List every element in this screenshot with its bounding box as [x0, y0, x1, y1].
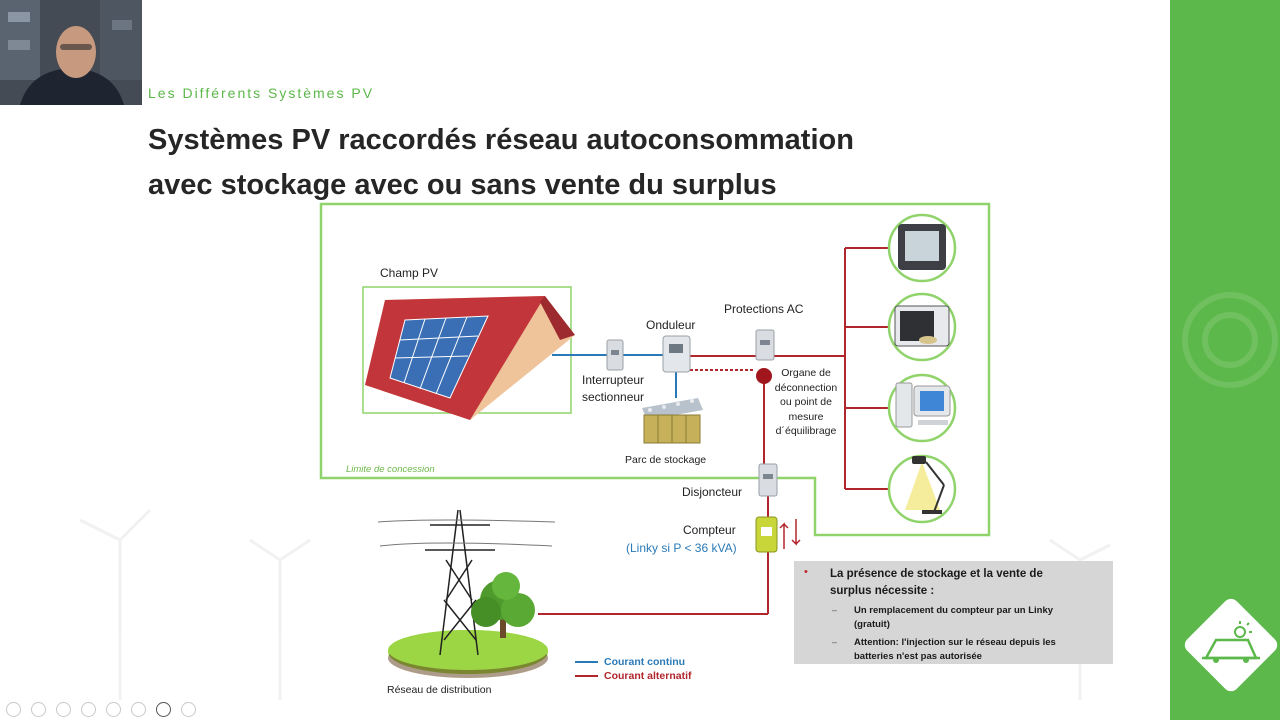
info-item2-line2: batteries n'est pas autorisée — [854, 651, 982, 662]
info-dash-1: – — [832, 605, 838, 615]
organe-deconnection-point — [756, 368, 772, 384]
info-item-1: Un remplacement du compteur par un Linky… — [854, 604, 1053, 632]
label-protections-ac: Protections AC — [724, 302, 804, 316]
label-compteur-note: (Linky si P < 36 kVA) — [626, 541, 737, 555]
label-compteur: Compteur — [683, 523, 736, 537]
dc-wiring — [552, 354, 677, 398]
info-main-text: La présence de stockage et la vente de s… — [830, 566, 1100, 600]
pylon — [377, 509, 556, 656]
info-dash-2: – — [832, 637, 838, 647]
label-parc-stockage: Parc de stockage — [625, 454, 707, 466]
bidirectional-arrows-icon — [779, 519, 801, 549]
more-options-icon[interactable] — [181, 702, 196, 717]
title-line-2: avec stockage avec ou sans vente du surp… — [148, 169, 777, 201]
slides-grid-icon[interactable] — [81, 702, 96, 717]
label-reseau: Réseau de distribution — [387, 684, 492, 696]
tv-icon — [887, 213, 957, 283]
label-organe-deconnection: Organe de déconnection ou point de mesur… — [772, 366, 840, 439]
organe-line2: déconnection — [774, 381, 838, 394]
interrupteur-device — [606, 339, 624, 371]
info-item2-line1: Attention: l'injection sur le réseau dep… — [854, 637, 1056, 648]
info-box — [794, 561, 1113, 664]
label-limite-concession: Limite de concession — [346, 464, 435, 475]
slide-subtitle: Les Différents Systèmes PV — [148, 85, 375, 101]
info-main-line1: La présence de stockage et la vente de — [830, 568, 1043, 580]
disjoncteur-device — [758, 463, 778, 497]
microwave-icon — [887, 292, 957, 362]
slide-title: Systèmes PV raccordés réseau autoconsomm… — [148, 118, 1048, 208]
onduleur-device — [662, 335, 691, 373]
prev-slide-icon[interactable] — [6, 702, 21, 717]
organe-line5: d´équilibrage — [775, 425, 837, 437]
label-disjoncteur: Disjoncteur — [682, 485, 743, 499]
distribution-network — [377, 509, 556, 678]
protections-ac-device — [755, 329, 775, 361]
label-interrupteur: Interrupteur sectionneur — [582, 372, 644, 406]
legend-dc-label: Courant continu — [604, 656, 686, 668]
subtitles-icon[interactable] — [131, 702, 146, 717]
label-onduleur: Onduleur — [646, 318, 696, 332]
title-line-1: Systèmes PV raccordés réseau autoconsomm… — [148, 124, 854, 156]
label-champ-pv: Champ PV — [380, 266, 439, 280]
computer-icon — [887, 373, 957, 443]
battery-bank — [642, 398, 703, 444]
pv-roof — [365, 296, 575, 420]
label-interrupteur-line1: Interrupteur — [582, 373, 645, 387]
info-bullet: • — [804, 566, 808, 578]
organe-line4: mesure — [788, 410, 824, 423]
organe-line1: Organe de — [781, 367, 831, 379]
presentation-toolbar — [0, 698, 210, 718]
zoom-icon[interactable] — [106, 702, 121, 717]
legend-ac-label: Courant alternatif — [604, 670, 692, 682]
camera-icon[interactable] — [156, 702, 171, 717]
pv-system-diagram — [79, 202, 1111, 700]
right-sidebar — [1170, 0, 1280, 720]
info-main-line2: surplus nécessite : — [830, 585, 935, 597]
label-interrupteur-line2: sectionneur — [582, 390, 645, 404]
solar-car-icon — [1184, 598, 1278, 692]
organe-line3: ou point de — [780, 396, 832, 408]
next-slide-icon[interactable] — [31, 702, 46, 717]
watermark-logo — [1182, 292, 1278, 388]
tree-icon — [471, 572, 535, 638]
lamp-icon — [887, 454, 957, 524]
concession-boundary — [319, 202, 991, 537]
info-item1-line1: Un remplacement du compteur par un Linky — [854, 605, 1054, 616]
info-item-2: Attention: l'injection sur le réseau dep… — [854, 636, 1056, 664]
webcam-video — [0, 0, 142, 105]
compteur-device — [755, 516, 778, 553]
info-item1-line2: (gratuit) — [854, 619, 890, 630]
presenter-image — [0, 0, 142, 105]
pen-icon[interactable] — [56, 702, 71, 717]
